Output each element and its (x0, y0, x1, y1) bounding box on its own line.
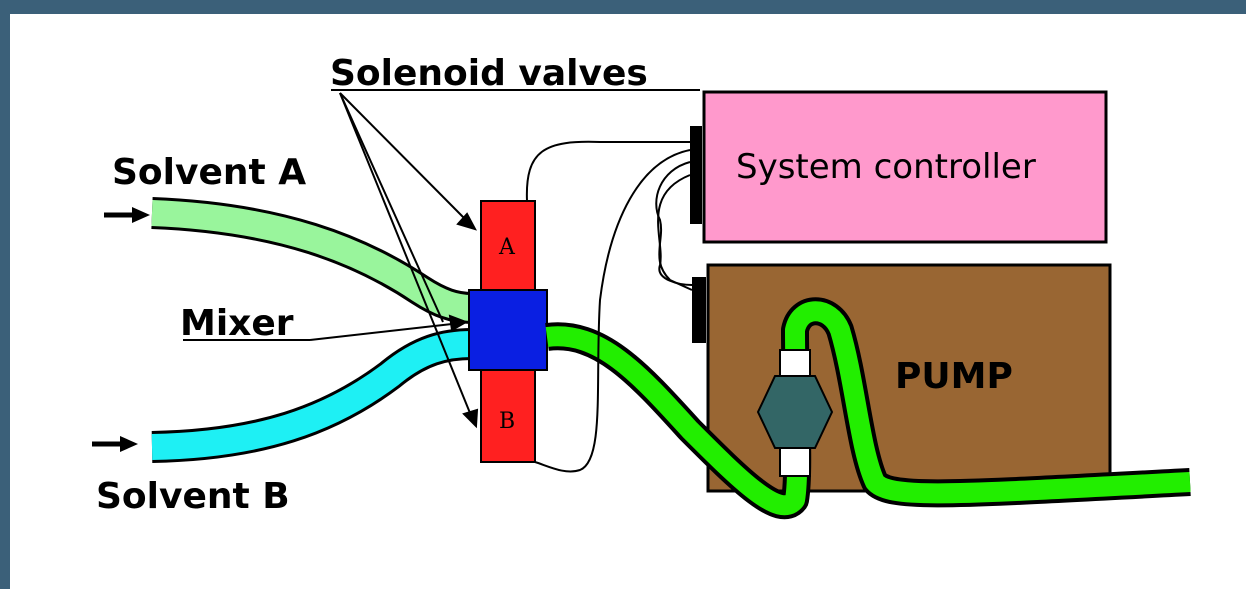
solvent-mixing-diagram: A B System controller PUMP (92, 53, 1191, 520)
mixer-block (468, 289, 548, 371)
valve-a-label: A (498, 235, 516, 260)
pump-head (756, 349, 834, 477)
solvent-a-label: Solvent A (112, 152, 306, 193)
controller-connector (690, 126, 702, 224)
system-controller: System controller (690, 90, 1108, 244)
pump-connector (692, 277, 706, 343)
solvent-a-tube (151, 197, 473, 324)
solenoid-valve-a: A (480, 200, 536, 294)
solenoid-valve-b: B (480, 369, 536, 463)
solvent-a-inlet-arrow (104, 207, 150, 223)
solvent-b-label: Solvent B (96, 476, 290, 517)
pump: PUMP (692, 263, 1112, 493)
valve-b-label: B (499, 409, 515, 434)
mixer-label: Mixer (180, 303, 294, 344)
system-controller-label: System controller (736, 147, 1036, 187)
solvent-b-tube (151, 328, 473, 463)
solvent-b-inlet-arrow (92, 436, 138, 452)
outlet-tube (545, 297, 1191, 520)
pump-label: PUMP (895, 356, 1013, 397)
mixer-pointer-line (183, 314, 469, 341)
control-wires (525, 140, 693, 473)
diagram-frame: A B System controller PUMP (10, 14, 1246, 589)
solenoid-valves-label: Solenoid valves (330, 53, 648, 94)
solenoid-pointer-lines (331, 89, 700, 429)
